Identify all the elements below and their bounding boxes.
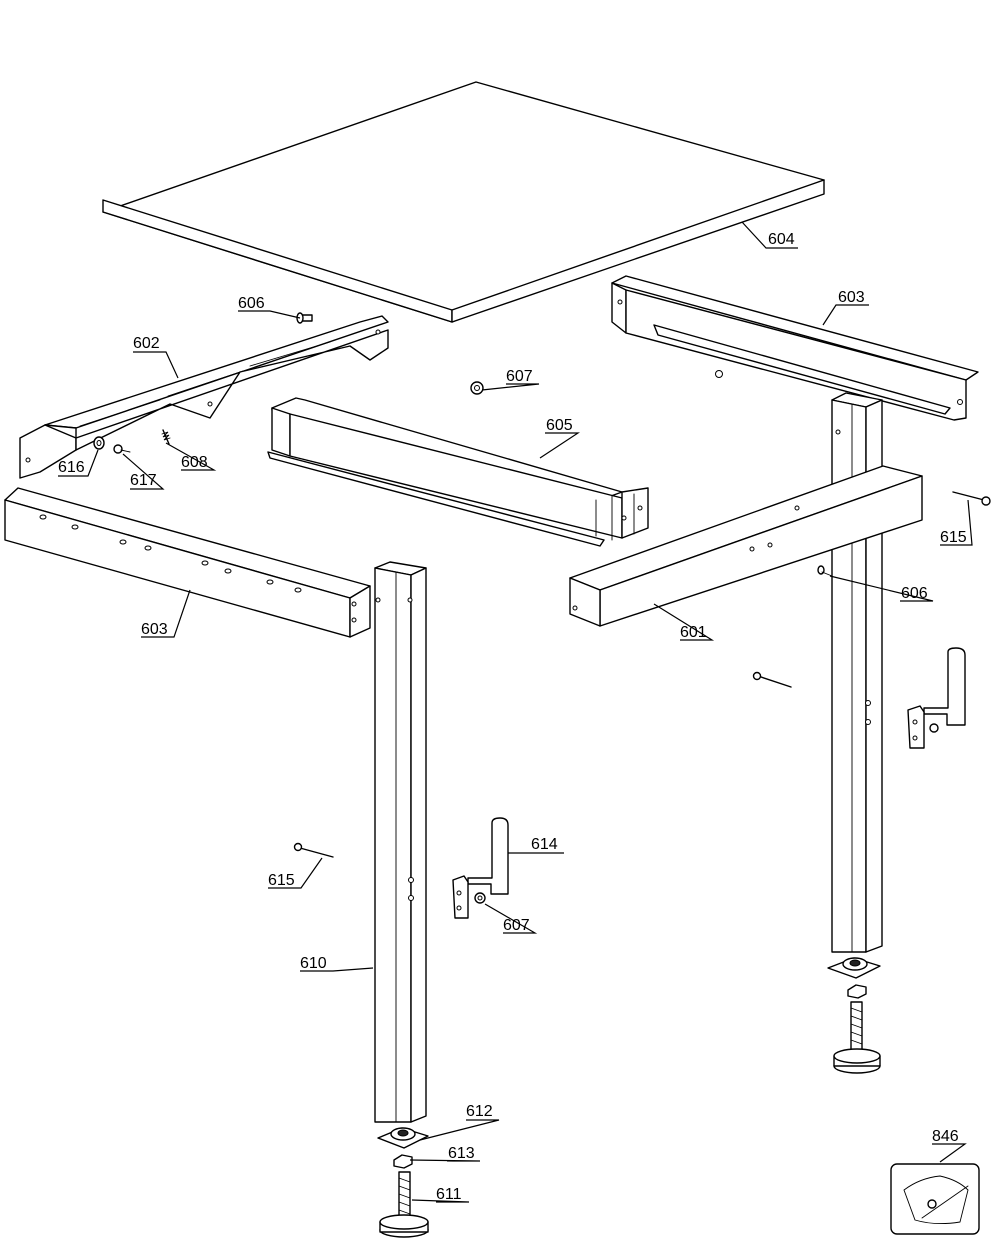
long-bolt-middle (752, 671, 792, 688)
callout-602: 602 (133, 335, 160, 352)
callout-610: 610 (300, 955, 327, 972)
callout-607-top: 607 (506, 368, 533, 385)
callout-606-right: 606 (901, 585, 928, 602)
callout-606-top: 606 (238, 295, 265, 312)
leveler-plate-left (377, 1127, 429, 1149)
leveler-nut-right (847, 984, 867, 999)
leveler-plate-right (827, 957, 881, 979)
callout-603-rear: 603 (838, 289, 865, 306)
rear-side-rail (611, 275, 979, 421)
leveling-foot-left (379, 1171, 429, 1238)
callout-616: 616 (58, 459, 85, 476)
callout-601: 601 (680, 624, 707, 641)
table-top-panel (102, 81, 825, 323)
hex-nut-top (470, 381, 484, 395)
callout-604: 604 (768, 231, 795, 248)
leveler-nut-left (393, 1154, 413, 1169)
callout-611: 611 (436, 1186, 462, 1203)
left-front-leg (374, 561, 427, 1123)
callout-607-bottom: 607 (503, 917, 530, 934)
front-side-rail (4, 487, 371, 638)
callout-613: 613 (448, 1145, 475, 1162)
shoulder-bolt-right (817, 565, 833, 577)
front-rail (569, 465, 923, 627)
washer (93, 436, 105, 450)
wood-screw (161, 429, 171, 445)
callout-603-front: 603 (141, 621, 168, 638)
callout-615-right: 615 (940, 529, 967, 546)
center-channel (267, 397, 649, 547)
callout-615-left: 615 (268, 872, 295, 889)
leader-lines (58, 221, 973, 1203)
screw (113, 444, 131, 454)
callout-608: 608 (181, 454, 208, 471)
hook-bracket-right (907, 647, 966, 749)
callout-617: 617 (130, 472, 157, 489)
callout-614: 614 (531, 836, 558, 853)
long-bolt-right (952, 491, 991, 506)
long-bolt-left (293, 842, 334, 858)
side-rail-with-brackets (19, 315, 389, 479)
hook-bracket-left (452, 817, 509, 919)
hardware-bag-box (890, 1163, 980, 1235)
callout-612: 612 (466, 1103, 493, 1120)
callout-labels: 604 603 606 602 607 605 616 617 608 603 … (58, 231, 967, 1203)
leveling-foot-right (833, 1001, 881, 1074)
callout-605: 605 (546, 417, 573, 434)
callout-846: 846 (932, 1128, 959, 1145)
